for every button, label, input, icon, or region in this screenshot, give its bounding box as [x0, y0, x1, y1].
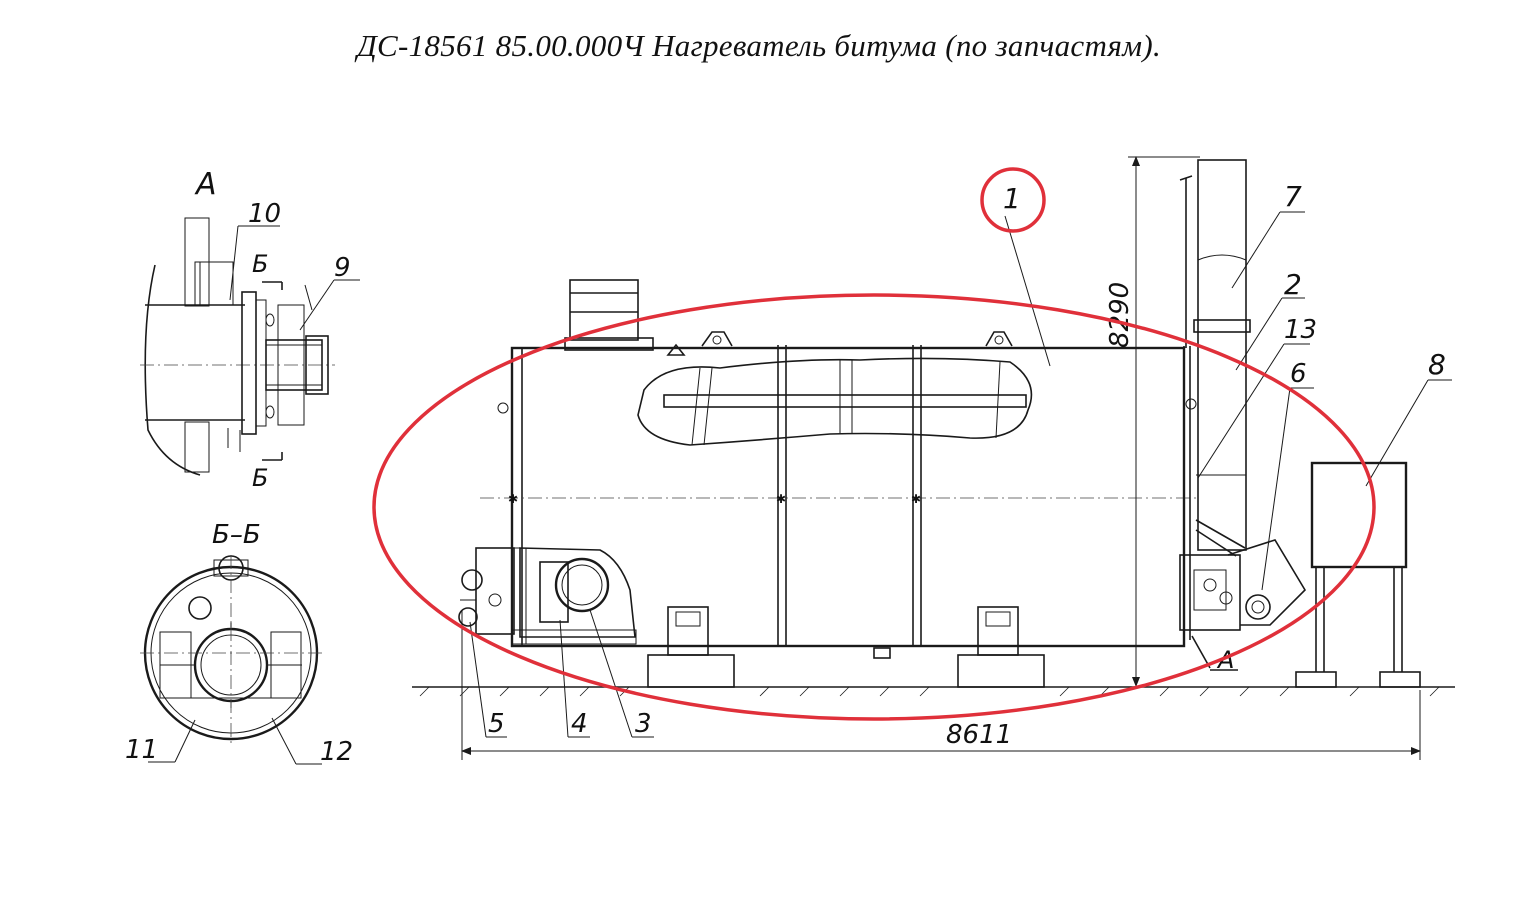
dimension-length: 8611 [946, 720, 1012, 750]
main-view: ✱ ✱ ✱ [412, 156, 1455, 760]
drawing-title: ДС-18561 85.00.000Ч Нагреватель битума (… [357, 28, 1161, 63]
cut-mark-b-bottom: Б [252, 464, 268, 492]
svg-text:✱: ✱ [911, 492, 921, 506]
section-bb-view: Б–Б [140, 520, 322, 765]
dimension-height: 8290 [1105, 282, 1135, 348]
callout-7: 7 [1284, 180, 1302, 213]
highlight-circle-callout-1 [980, 167, 1046, 233]
callout-10: 10 [248, 199, 281, 229]
detail-view-a: А Б Б [140, 167, 360, 492]
view-mark-a: А [1216, 646, 1234, 674]
callout-4: 4 [571, 709, 588, 739]
callout-13: 13 [1284, 315, 1317, 345]
svg-text:✱: ✱ [508, 492, 518, 506]
callout-12: 12 [320, 737, 353, 767]
callout-11: 11 [125, 735, 158, 765]
callout-2: 2 [1284, 268, 1302, 301]
section-bb-label: Б–Б [212, 520, 261, 550]
detail-a-label: А [194, 167, 217, 202]
callout-3: 3 [635, 709, 652, 739]
callout-9: 9 [334, 253, 351, 283]
ground-hatch [419, 686, 1440, 697]
callout-6: 6 [1290, 359, 1307, 389]
callout-8: 8 [1428, 348, 1446, 381]
callout-1: 1 [1003, 182, 1021, 215]
cut-mark-b-top: Б [252, 250, 268, 278]
callout-5: 5 [488, 709, 505, 739]
svg-text:✱: ✱ [776, 492, 786, 506]
highlight-ellipse-tank [372, 293, 1376, 721]
